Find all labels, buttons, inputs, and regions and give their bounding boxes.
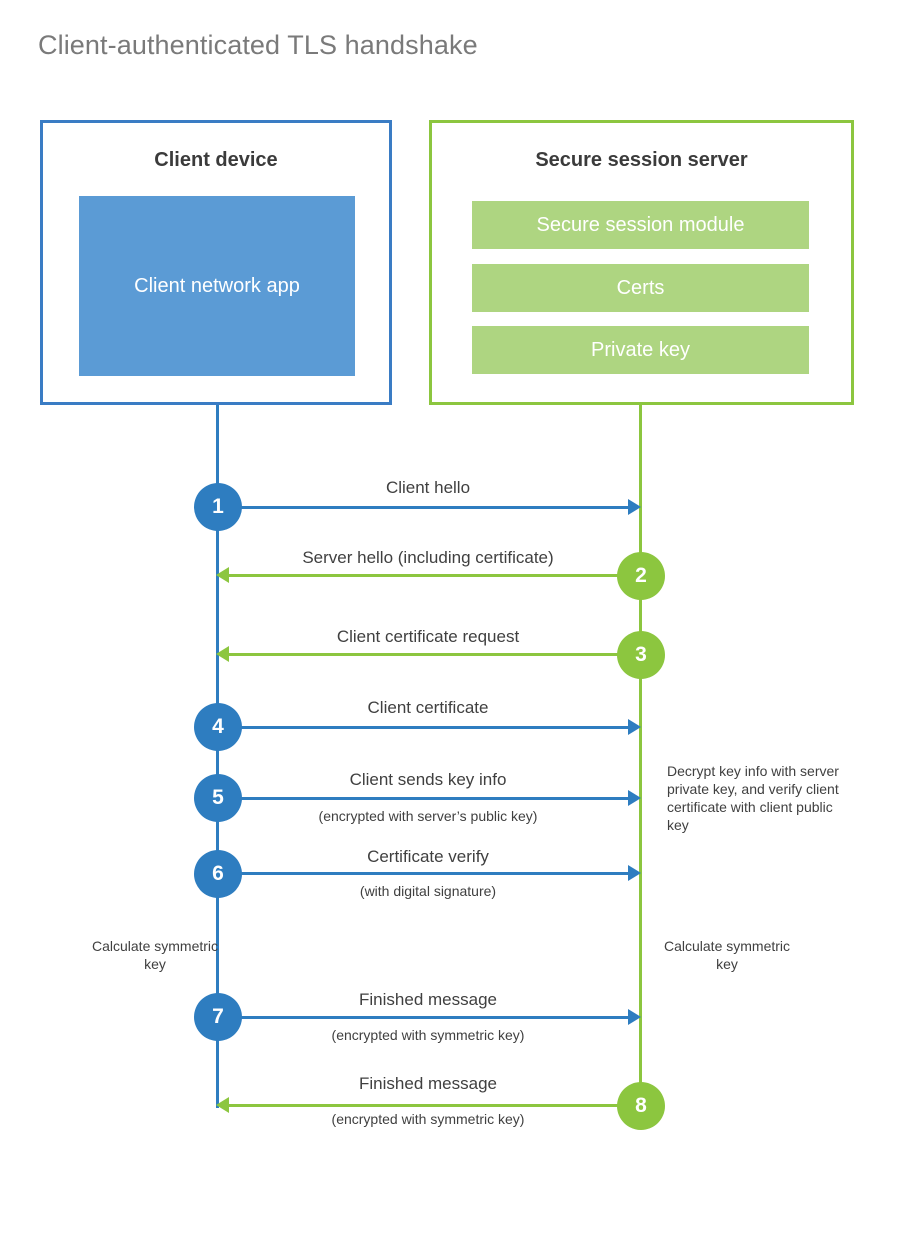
message-line-1	[218, 506, 629, 509]
server-calculate-symmetric-key-note: Calculate symmetric key	[663, 938, 791, 972]
step-circle-7[interactable]: 7	[194, 993, 242, 1041]
client-network-app-block: Client network app	[79, 196, 355, 376]
message-sublabel-7: (encrypted with symmetric key)	[331, 1027, 525, 1043]
message-label-1: Client hello	[385, 478, 471, 497]
secure-session-server-title: Secure session server	[535, 149, 748, 171]
arrowhead-1	[628, 499, 641, 515]
message-line-7	[218, 1016, 629, 1019]
arrowhead-3	[216, 646, 229, 662]
message-sublabel-8: (encrypted with symmetric key)	[331, 1111, 525, 1127]
client-calculate-symmetric-key-note: Calculate symmetric key	[91, 938, 219, 972]
arrowhead-5	[628, 790, 641, 806]
arrowhead-6	[628, 865, 641, 881]
page-title: Client-authenticated TLS handshake	[38, 30, 478, 60]
message-line-5	[218, 797, 629, 800]
step-circle-3[interactable]: 3	[617, 631, 665, 679]
server-lifeline	[639, 405, 642, 1105]
arrowhead-7	[628, 1009, 641, 1025]
message-label-6: Certificate verify	[367, 847, 489, 866]
message-line-4	[218, 726, 629, 729]
step-circle-1[interactable]: 1	[194, 483, 242, 531]
arrowhead-8	[216, 1097, 229, 1113]
message-label-5: Client sends key info	[349, 770, 507, 789]
client-device-title: Client device	[154, 149, 278, 171]
arrowhead-2	[216, 567, 229, 583]
server-component-private-key: Private key	[472, 326, 809, 374]
message-label-7: Finished message	[359, 990, 497, 1009]
server-decrypt-note: Decrypt key info with server private key…	[667, 763, 839, 833]
message-label-4: Client certificate	[367, 698, 489, 717]
client-lifeline	[216, 405, 219, 1108]
step-circle-8[interactable]: 8	[617, 1082, 665, 1130]
message-sublabel-6: (with digital signature)	[359, 883, 497, 899]
message-line-3	[229, 653, 641, 656]
message-line-8	[229, 1104, 641, 1107]
step-circle-2[interactable]: 2	[617, 552, 665, 600]
message-label-3: Client certificate request	[336, 627, 520, 646]
message-sublabel-5: (encrypted with server’s public key)	[318, 808, 538, 824]
step-circle-4[interactable]: 4	[194, 703, 242, 751]
client-network-app-label: Client network app	[134, 275, 300, 297]
message-label-8: Finished message	[359, 1074, 497, 1093]
server-component-certs: Certs	[472, 264, 809, 312]
step-circle-6[interactable]: 6	[194, 850, 242, 898]
message-line-6	[218, 872, 629, 875]
client-device-box: Client device Client network app	[40, 120, 392, 405]
step-circle-5[interactable]: 5	[194, 774, 242, 822]
message-label-2: Server hello (including certificate)	[302, 548, 554, 567]
message-line-2	[229, 574, 641, 577]
secure-session-server-box: Secure session server Secure session mod…	[429, 120, 854, 405]
server-component-secure-session-module: Secure session module	[472, 201, 809, 249]
arrowhead-4	[628, 719, 641, 735]
